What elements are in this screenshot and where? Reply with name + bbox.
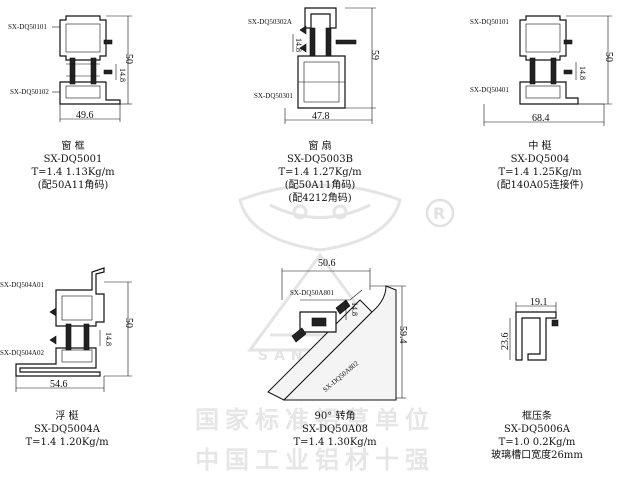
item-note: (配50A11角码) — [37, 180, 109, 191]
item-spec: T=1.4 1.13Kg/m — [31, 167, 115, 178]
part-label: SX-DQ50101 — [8, 23, 47, 31]
dim-small: 14.8 — [118, 68, 127, 82]
item-spec: T=1.0 0.2Kg/m — [498, 437, 576, 448]
drawing-corner-90: SX-DQ50A801 SX-DQ50A802 50.6 59.4 14.8 — [267, 258, 408, 401]
dim-width: 47.8 — [312, 111, 330, 122]
dim-height: 59.4 — [397, 326, 408, 344]
item-note: 玻璃槽口宽度26mm — [491, 450, 583, 461]
item-code: SX-DQ5003B — [286, 154, 353, 165]
item-spec: T=1.4 1.30Kg/m — [293, 437, 377, 448]
dim-width: 50.6 — [318, 258, 336, 269]
part-label: SX-DQ50A801 — [290, 289, 334, 297]
drawing-mullion: SX-DQ50101 SX-DQ50401 68.4 50 14.8 — [470, 15, 614, 126]
item-code: SX-DQ5004A — [34, 424, 100, 435]
dim-small: 14.8 — [350, 302, 359, 316]
dim-height: 23.6 — [500, 333, 511, 351]
watermark-line-1: 国家标准铝草单位 — [195, 406, 435, 434]
drawing-window-sash: SX-DQ50302A SX-DQ50301 47.8 59 14.8 — [248, 7, 380, 124]
caption-mullion: 中 梃 SX-DQ5004 T=1.4 1.25Kg/m (配140A05连接件… — [485, 140, 595, 192]
item-spec: T=1.4 1.25Kg/m — [498, 167, 582, 178]
item-title: 中 梃 — [528, 141, 552, 152]
svg-text:R: R — [433, 204, 445, 223]
part-label: SX-DQ50302A — [248, 18, 292, 26]
watermark-line-2: 中国工业铝材十强 — [195, 446, 435, 474]
dim-height: 59 — [369, 50, 380, 60]
dim-height: 50 — [123, 54, 134, 64]
item-note-2: (配4212角码) — [288, 193, 352, 204]
item-note: (配50A11角码) — [284, 180, 356, 191]
item-code: SX-DQ50A08 — [302, 424, 368, 435]
dim-small: 14.8 — [104, 332, 113, 346]
dim-width: 19.1 — [530, 297, 548, 308]
part-label: SX-DQ50301 — [254, 92, 293, 100]
item-code: SX-DQ5004 — [510, 154, 570, 165]
part-label: SX-DQ50401 — [470, 86, 509, 94]
dim-height: 50 — [603, 52, 614, 62]
part-label: SX-DQ504A01 — [0, 281, 44, 289]
item-spec: T=1.4 1.20Kg/m — [25, 437, 109, 448]
dim-small: 14.8 — [578, 66, 587, 80]
drawing-window-frame: SX-DQ50101 SX-DQ50102 49.6 50 14.8 — [8, 15, 134, 122]
item-title: 窗 扇 — [308, 141, 332, 152]
item-spec: T=1.4 1.27Kg/m — [278, 167, 362, 178]
item-title: 框压条 — [522, 411, 552, 422]
item-note: (配140A05连接件) — [496, 180, 584, 191]
part-label: SX-DQ50102 — [10, 88, 49, 96]
caption-window-frame: 窗 框 SX-DQ5001 T=1.4 1.13Kg/m (配50A11角码) — [18, 140, 128, 192]
item-title: 90° 转角 — [314, 411, 356, 422]
drawing-floating-mullion: SX-DQ504A01 SX-DQ504A02 54.6 50 14.8 — [0, 267, 134, 392]
dim-width: 68.4 — [532, 113, 550, 124]
item-title: 浮 梃 — [55, 411, 79, 422]
item-code: SX-DQ5001 — [43, 154, 103, 165]
dim-width: 49.6 — [76, 110, 94, 121]
dim-height: 50 — [123, 318, 134, 328]
part-label: SX-DQ504A02 — [0, 349, 44, 357]
dim-width: 54.6 — [50, 379, 68, 390]
caption-window-sash: 窗 扇 SX-DQ5003B T=1.4 1.27Kg/m (配50A11角码)… — [265, 140, 375, 205]
caption-floating-mullion: 浮 梃 SX-DQ5004A T=1.4 1.20Kg/m — [12, 410, 122, 449]
item-code: SX-DQ5006A — [504, 424, 570, 435]
drawing-glazing-bead: 19.1 23.6 — [500, 297, 559, 361]
item-title: 窗 框 — [61, 141, 85, 152]
caption-glazing-bead: 框压条 SX-DQ5006A T=1.0 0.2Kg/m 玻璃槽口宽度26mm — [482, 410, 592, 462]
part-label: SX-DQ50101 — [470, 18, 509, 26]
dim-small: 14.8 — [294, 38, 303, 52]
caption-corner-90: 90° 转角 SX-DQ50A08 T=1.4 1.30Kg/m — [280, 410, 390, 449]
